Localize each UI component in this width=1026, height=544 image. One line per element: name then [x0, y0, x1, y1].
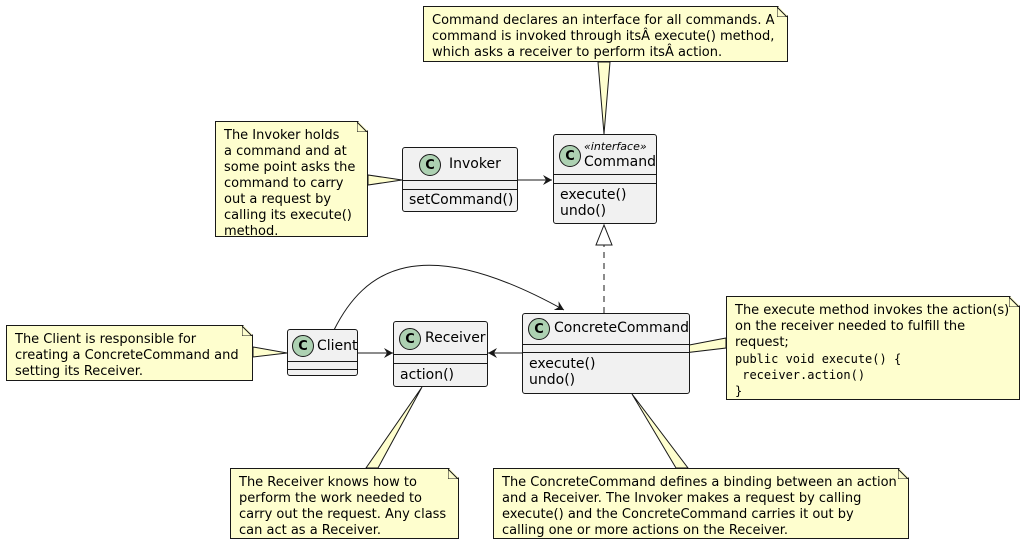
note-line: The Client is responsible for	[15, 332, 197, 347]
note-line: The ConcreteCommand defines a binding be…	[502, 475, 897, 490]
class-badge: C	[528, 318, 550, 340]
note-line: can act as a Receiver.	[239, 523, 381, 538]
note-line: calling one or more actions on the Recei…	[502, 523, 789, 538]
note-line: execute() and the ConcreteCommand carrie…	[502, 507, 854, 522]
arrow-client-concrete	[333, 264, 565, 331]
note-invoker: The Invoker holds a command and at some …	[215, 121, 368, 237]
class-stereotype: «interface»	[584, 140, 647, 153]
class-separator	[288, 361, 357, 362]
note-line: Command declares an interface for all co…	[432, 13, 775, 28]
realization-triangle	[595, 223, 613, 246]
note-command: Command declares an interface for all co…	[423, 6, 788, 62]
note-code-line: receiver.action()	[735, 368, 866, 382]
class-separator	[403, 189, 517, 190]
class-method: action()	[400, 367, 455, 383]
class-method: setCommand()	[409, 192, 514, 208]
class-separator	[394, 363, 487, 364]
note-line: The Invoker holds	[224, 128, 340, 143]
note-line: some point asks the	[224, 160, 356, 175]
note-fold-icon	[357, 122, 367, 132]
note-line: perform the work needed to	[239, 491, 423, 506]
class-separator	[288, 369, 357, 370]
class-badge: C	[419, 154, 441, 176]
class-name: Receiver	[425, 330, 486, 346]
class-separator	[523, 344, 689, 345]
note-fold-icon	[242, 326, 252, 336]
note-line: calling its execute()	[224, 208, 352, 223]
class-receiver[interactable]: C Receiver action()	[393, 321, 488, 387]
class-client[interactable]: C Client	[287, 329, 358, 376]
note-fold-icon	[777, 7, 787, 17]
class-badge: C	[559, 145, 581, 167]
note-code-line: }	[735, 384, 743, 398]
class-separator	[554, 183, 656, 184]
note-line: method.	[224, 224, 279, 239]
note-line: The execute method invokes the action(s)	[735, 303, 1010, 318]
note-line: a command and at	[224, 144, 347, 159]
note-concrete-command: The ConcreteCommand defines a binding be…	[493, 468, 909, 539]
class-separator	[394, 354, 487, 355]
note-line: carry out the request. Any class	[239, 507, 447, 522]
note-link-command	[597, 61, 611, 135]
note-fold-icon	[1009, 297, 1019, 307]
note-link-receiver	[365, 386, 423, 469]
note-client: The Client is responsible for creating a…	[6, 325, 253, 381]
note-line: setting its Receiver.	[15, 364, 143, 379]
class-concrete-command[interactable]: C ConcreteCommand execute() undo()	[522, 313, 690, 394]
note-line: and a Receiver. The Invoker makes a requ…	[502, 491, 862, 506]
note-execute: The execute method invokes the action(s)…	[726, 296, 1020, 400]
note-link-client	[252, 346, 288, 358]
class-name: Client	[317, 338, 358, 354]
note-line: The Receiver knows how to	[239, 475, 417, 490]
note-code-line: public void execute() {	[735, 352, 902, 366]
class-badge: C	[399, 328, 421, 350]
class-name: Invoker	[449, 156, 501, 172]
class-method: undo()	[560, 203, 607, 219]
class-method: execute()	[529, 356, 596, 372]
note-fold-icon	[448, 469, 458, 479]
note-line: command to carry	[224, 176, 344, 191]
class-name: Command	[584, 154, 656, 170]
note-line: creating a ConcreteCommand and	[15, 348, 239, 363]
class-separator	[403, 180, 517, 181]
note-line: which asks a receiver to perform itsÂ ac…	[432, 45, 723, 60]
class-separator	[554, 174, 656, 175]
class-invoker[interactable]: C Invoker setCommand()	[402, 147, 518, 212]
note-link-invoker	[367, 174, 403, 186]
class-separator	[523, 352, 689, 353]
note-line: command is invoked through itsÂ execute(…	[432, 29, 775, 44]
class-name: ConcreteCommand	[554, 320, 690, 336]
note-fold-icon	[898, 469, 908, 479]
class-badge: C	[292, 335, 314, 357]
note-line: on the receiver needed to fulfill the	[735, 319, 966, 334]
class-method: undo()	[529, 372, 576, 388]
note-link-concrete	[631, 393, 690, 469]
note-line: request;	[735, 335, 789, 350]
note-receiver: The Receiver knows how to perform the wo…	[230, 468, 459, 539]
class-command[interactable]: C «interface» Command execute() undo()	[553, 134, 657, 224]
class-method: execute()	[560, 187, 627, 203]
note-line: out a request by	[224, 192, 332, 207]
